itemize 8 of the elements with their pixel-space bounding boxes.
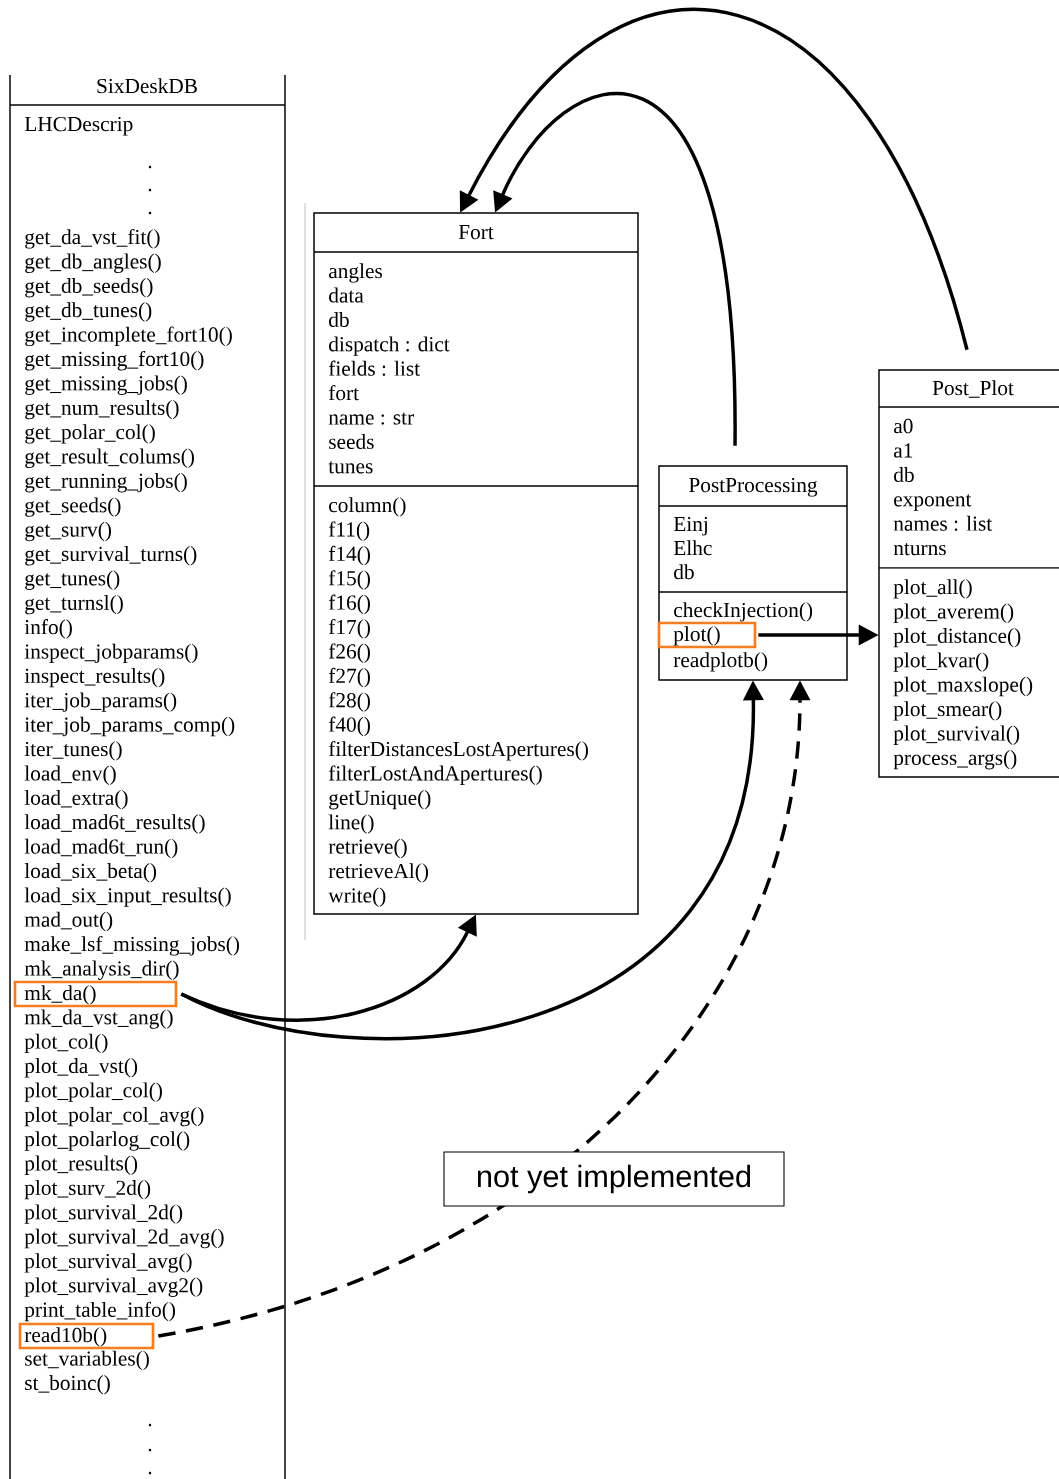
highlight-box: plot() [657, 621, 757, 649]
edge-label: not yet implemented [443, 1151, 785, 1207]
arrow [459, 8, 969, 351]
highlight-box: read10b() [18, 1322, 155, 1350]
highlight-box: mk_da() [13, 980, 178, 1008]
arrow [493, 91, 737, 446]
class-box: Fort angles data db dispatch : dict fields : list fort name : str seeds tunes column() f11() f14() f15() f16() f17() f26() f27() f28() f40() filterDistancesLostApertures() filterLostAndApertures() getUnique() line() retrieve() retrieveAl() write() [313, 212, 639, 915]
class-box: Post_Plot a0 a1 db exponent names : list nturns plot_all() plot_averem() plot_distance() plot_kvar() plot_maxslope() plot_smear() plot_survival() process_args() [878, 369, 1059, 778]
